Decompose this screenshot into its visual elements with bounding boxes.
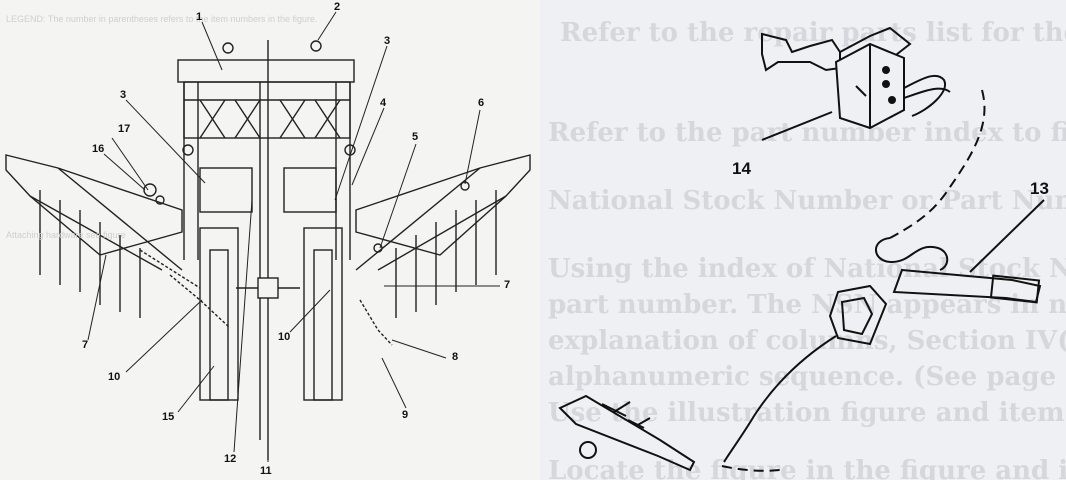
left-figure-panel: LEGEND: The number in parentheses refers… [0,0,540,480]
background-text-line: part number. The NSN appears in numeric [548,290,1066,320]
callout-2: 2 [334,1,341,13]
callout-15: 15 [162,411,175,423]
callout-14: 14 [732,159,751,178]
background-text-line: alphanumeric sequence. (See page D-5, Ex… [548,362,1066,392]
callout-8: 8 [452,351,459,363]
cable-switch-drawing [558,26,1045,472]
callout-10-right: 10 [278,331,291,343]
callout-3-left: 3 [120,89,127,101]
callout-7-right: 7 [504,279,511,291]
background-text-line: Locate the figure in the figure and item… [548,456,1066,480]
callout-5: 5 [412,131,419,143]
callout-12: 12 [224,453,237,465]
background-text-line: Using the index of National Stock Number… [548,254,1066,284]
background-text-line: LEGEND: The number in parentheses refers… [6,14,318,24]
callout-10-left: 10 [108,371,121,383]
callout-9: 9 [402,409,409,421]
callout-16: 16 [92,143,105,155]
callout-3-right: 3 [384,35,391,47]
background-text-line: National Stock Number or Part Number Ind… [548,186,1066,216]
callout-6: 6 [478,97,485,109]
background-text-line: explanation of columns, Section IV(b). T… [548,326,1066,356]
callout-4: 4 [380,97,387,109]
background-text-line: Attaching hardware see figure [6,230,126,240]
frame-assembly-drawing [5,11,531,462]
callout-17: 17 [118,123,131,135]
callout-7-left: 7 [82,339,89,351]
callout-13: 13 [1030,179,1049,198]
callout-1: 1 [196,11,203,23]
callout-11: 11 [260,465,272,477]
background-text-line: Refer to the repair parts list for the f… [560,18,1066,48]
right-figure-panel: Refer to the repair parts list for the f… [540,0,1066,480]
